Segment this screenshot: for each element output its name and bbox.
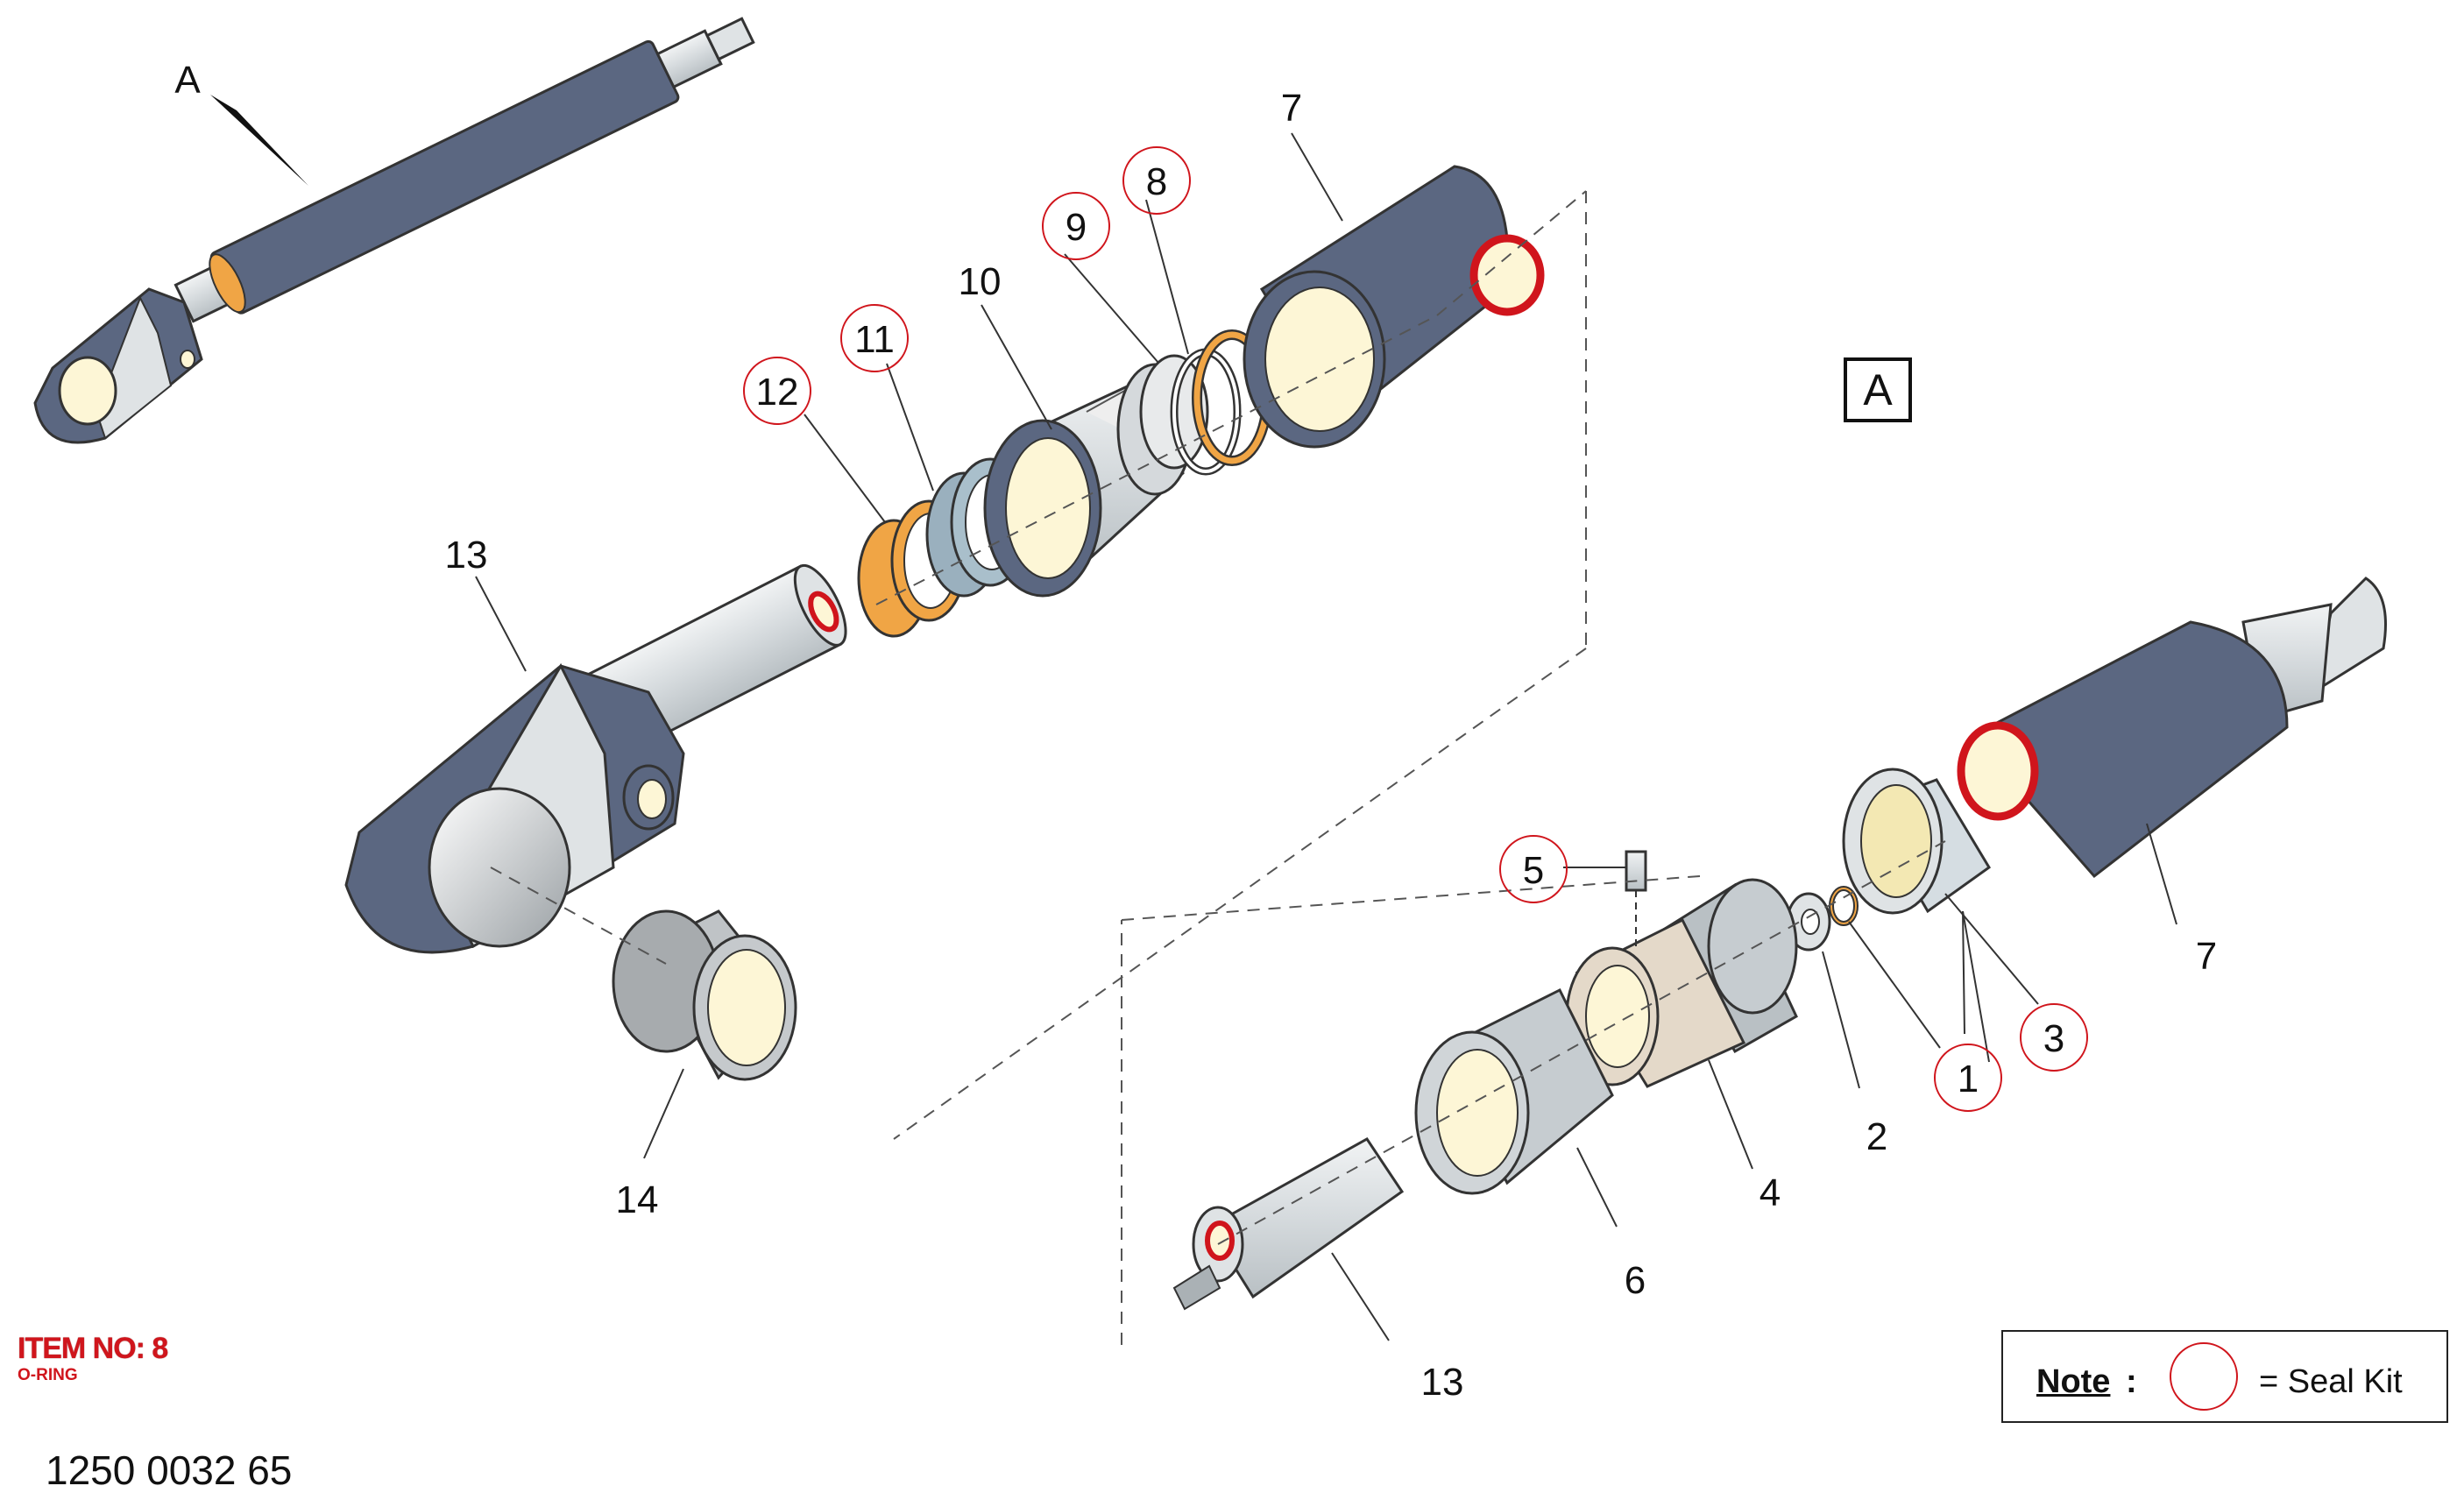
note-legend: Note : = Seal Kit: [2001, 1330, 2448, 1423]
item-number: ITEM NO: 8: [18, 1332, 168, 1365]
callout-8: 8: [1146, 160, 1167, 203]
callout-11: 11: [854, 318, 895, 361]
part-3-gland-bushing: [1842, 768, 1991, 915]
callout-3: 3: [2043, 1017, 2064, 1060]
callout-1: 1: [1958, 1058, 1979, 1100]
callout-5: 5: [1523, 849, 1544, 892]
part-13-rod-end: [1172, 1137, 1405, 1311]
view-tag-a: A: [1844, 357, 1912, 422]
assembly-axes: [490, 190, 1946, 1345]
item-name: O-RING: [18, 1366, 78, 1384]
callout-6: 6: [1625, 1259, 1646, 1302]
part-1-o-ring: [1829, 886, 1859, 926]
callout-12: 12: [756, 371, 799, 414]
note-label: Note: [2036, 1363, 2111, 1400]
note-colon: :: [2126, 1363, 2137, 1400]
part-13-rod-eye: [344, 563, 847, 954]
callout-4: 4: [1759, 1171, 1781, 1214]
part-10-piston: [983, 354, 1209, 598]
part-6-spacer: [1414, 987, 1614, 1195]
callout-labels: A 7 8 9 10 11 12 13 14 5 1 3 2 4 6 7 13: [174, 59, 2217, 1404]
callout-13-left: 13: [445, 534, 488, 577]
callout-7-lower: 7: [2196, 935, 2217, 978]
seal-kit-circles: [743, 146, 2088, 1112]
leader-lines: [475, 132, 2177, 1341]
part-number: 1250 0032 65: [46, 1447, 293, 1493]
part-4-piston: [1565, 878, 1798, 1088]
callout-7-upper: 7: [1281, 87, 1302, 130]
callout-10: 10: [959, 260, 1002, 303]
part-7-barrel-lower: [1957, 577, 2387, 879]
part-2-washer: [1786, 892, 1831, 952]
callout-2: 2: [1866, 1115, 1887, 1158]
callout-13-right: 13: [1421, 1361, 1464, 1404]
part-5-set-screw: [1625, 850, 1647, 946]
callout-14: 14: [616, 1178, 659, 1221]
note-text: = Seal Kit: [2259, 1363, 2403, 1400]
part-7-barrel-upper: [1243, 165, 1545, 449]
assembled-cylinder: [33, 17, 755, 444]
seal-kit-circle-icon: [2170, 1342, 2238, 1411]
view-marker-label: A: [174, 59, 201, 102]
part-14-bushing: [612, 909, 797, 1081]
callout-9: 9: [1066, 206, 1087, 249]
